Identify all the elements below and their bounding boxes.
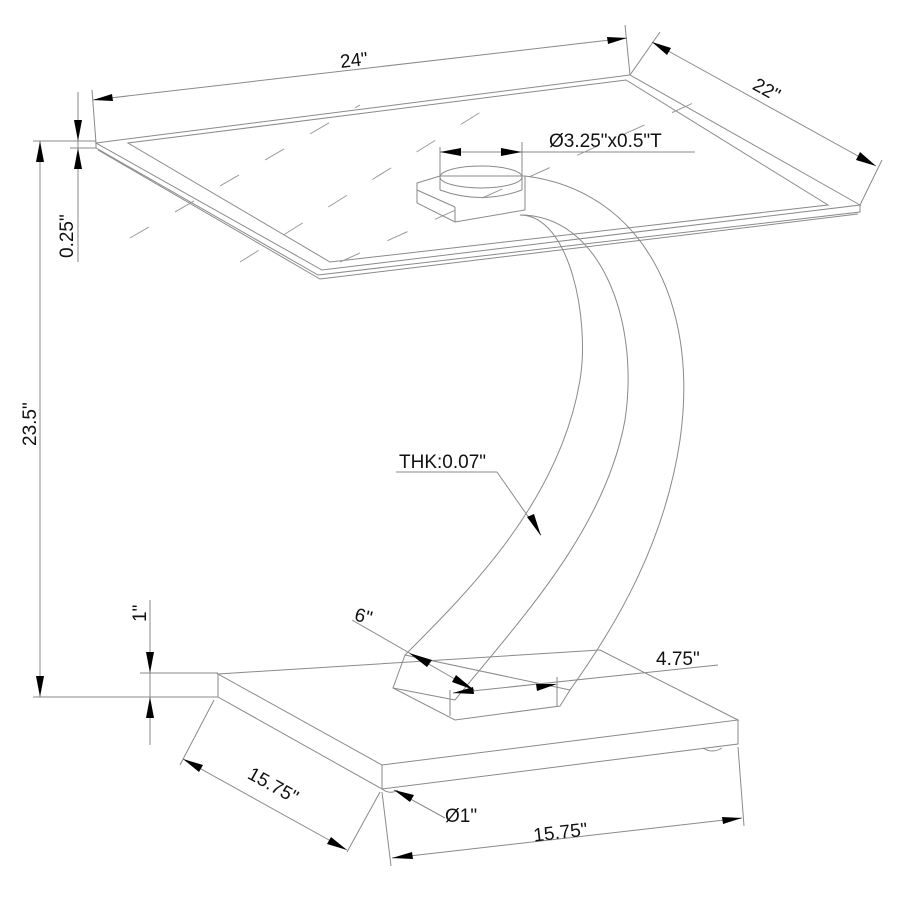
dim-top-depth: 22" [629, 31, 883, 206]
dim-label-top-depth: 22" [749, 75, 784, 107]
extension-line [91, 89, 97, 144]
dim-base-width: 15.75" [381, 746, 745, 867]
dim-support-thickness: THK:0.07" [396, 452, 542, 536]
arrow-icon [327, 837, 347, 850]
dim-support-depth: 4.75" [449, 649, 719, 716]
arrow-icon [146, 697, 154, 718]
arrow-icon [74, 148, 82, 169]
dim-connector: Ø3.25"x0.5"T [439, 131, 695, 177]
dim-top-thickness: 0.25" [57, 92, 96, 262]
support-mid-curve [454, 214, 629, 701]
arrow-icon [501, 148, 522, 156]
arrow-icon [36, 676, 44, 697]
dim-label-overall-height: 23.5" [20, 402, 41, 446]
arrow-icon [856, 152, 876, 166]
dimension-line [452, 664, 719, 694]
arrow-icon [536, 684, 557, 691]
dimension-line [651, 41, 877, 167]
dim-label-connector: Ø3.25"x0.5"T [549, 131, 662, 152]
dim-label-base-width: 15.75" [532, 820, 588, 847]
extension-line [629, 31, 661, 76]
puck-top [439, 165, 523, 189]
arrow-icon [74, 120, 82, 141]
arrow-icon [93, 94, 113, 101]
arrow-icon [440, 148, 461, 156]
arrow-icon [409, 653, 432, 667]
glass-top-outline [94, 74, 862, 271]
arrow-icon [146, 652, 154, 673]
dim-base-depth: 15.75" [179, 699, 381, 853]
arrow-icon [652, 42, 671, 55]
arrow-icon [452, 675, 474, 690]
arrow-icon [36, 141, 44, 162]
extension-line [624, 24, 631, 76]
dimension-line [92, 37, 628, 101]
support-outer-curve [524, 175, 685, 691]
glass-top [94, 74, 862, 280]
dim-label-support-thickness: THK:0.07" [399, 452, 486, 473]
extension-line [859, 159, 883, 206]
dim-foot-diameter: Ø1" [393, 789, 477, 827]
puck-bottom [439, 189, 523, 198]
dim-base-height: 1" [100, 600, 218, 745]
dim-overall-height: 23.5" [20, 140, 218, 698]
base-foot-right [702, 747, 723, 752]
dim-label-support-width: 6" [352, 605, 374, 630]
dim-label-support-depth: 4.75" [656, 649, 700, 670]
support-foot-edge [392, 687, 456, 701]
glass-reflection-3 [339, 99, 701, 263]
connector-plate-edge [416, 189, 456, 208]
curved-support [392, 175, 685, 721]
dim-label-base-height: 1" [130, 605, 151, 622]
glass-edge-bottom [97, 149, 859, 280]
glass-reflection-1 [129, 104, 361, 239]
arrow-icon [392, 852, 413, 859]
glass-edge-front [95, 143, 861, 276]
arrow-icon [183, 759, 203, 772]
extension-line [346, 791, 381, 853]
arrow-icon [394, 790, 414, 802]
arrow-icon [722, 817, 742, 824]
arrow-icon [607, 37, 627, 44]
extension-line [179, 699, 215, 766]
connector-puck [416, 165, 526, 223]
dimension-line [391, 817, 743, 859]
base-front-edge [217, 674, 739, 790]
dim-label-top-thickness: 0.25" [57, 214, 78, 258]
dimension-line [182, 758, 348, 851]
dim-label-top-width: 24" [339, 49, 369, 73]
extension-line [381, 791, 392, 867]
dim-label-foot-diameter: Ø1" [445, 806, 477, 827]
dim-support-width: 6" [351, 605, 475, 691]
extension-line [737, 746, 745, 827]
arrow-icon [527, 514, 541, 536]
dim-top-width: 24" [91, 24, 631, 144]
support-inner-curve [404, 214, 583, 656]
connector-plate [416, 175, 526, 223]
glass-bevel-outline [126, 79, 830, 263]
arrow-icon [453, 687, 474, 694]
dim-label-base-depth: 15.75" [244, 764, 302, 809]
